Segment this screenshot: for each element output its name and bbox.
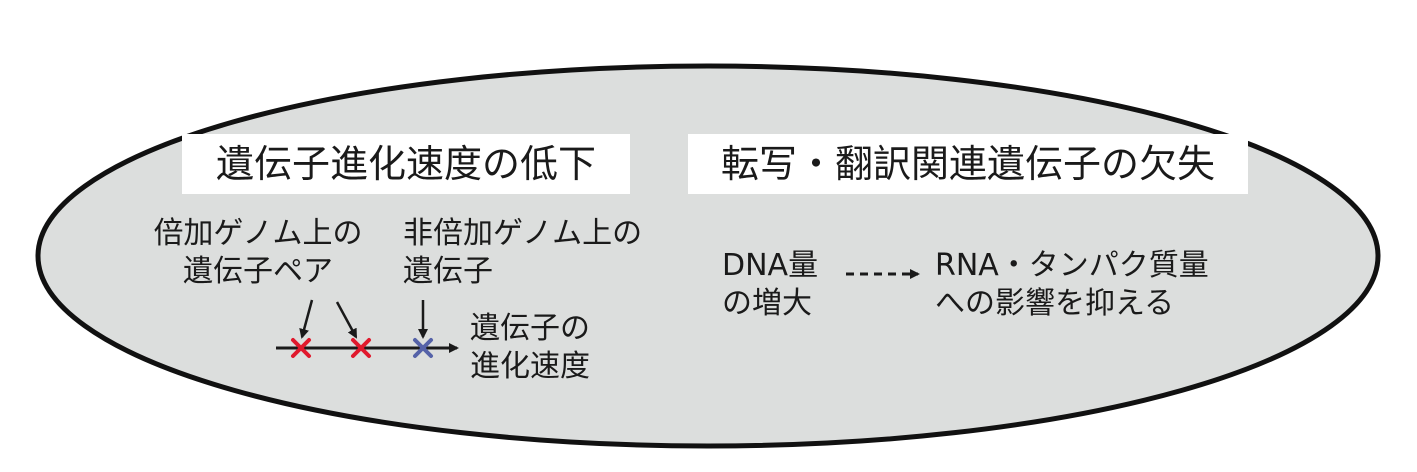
left-section-title: 遺伝子進化速度の低下	[182, 134, 630, 194]
dna-label-line-1: DNA量	[722, 248, 819, 283]
dna-label-line-2: の増大	[722, 286, 812, 321]
rna-protein-label: RNA・タンパク質量 への影響を抑える	[935, 247, 1209, 323]
dna-increase-label: DNA量 の増大	[722, 247, 818, 323]
paired-label-line-2: 遺伝子ペア	[183, 254, 333, 289]
nonpaired-label-line-2: 遺伝子	[403, 254, 493, 289]
pointer-arrow-paired-2	[335, 301, 358, 339]
nonpaired-genes-label: 非倍加ゲノム上の 遺伝子	[403, 215, 642, 291]
rna-label-line-2: への影響を抑える	[935, 286, 1175, 321]
left-title-text: 遺伝子進化速度の低下	[215, 142, 596, 186]
nonpaired-label-line-1: 非倍加ゲノム上の	[403, 216, 643, 251]
paired-gene-marker-2	[351, 338, 371, 358]
evolution-rate-label: 遺伝子の 進化速度	[470, 310, 590, 386]
paired-gene-marker-1	[291, 338, 311, 358]
right-title-text: 転写・翻訳関連遺伝子の欠失	[720, 142, 1215, 186]
paired-label-line-1: 倍加ゲノム上の	[153, 216, 363, 251]
right-section-title: 転写・翻訳関連遺伝子の欠失	[688, 134, 1248, 194]
pointer-arrow-paired-1	[299, 299, 314, 339]
rna-label-line-1: RNA・タンパク質量	[935, 248, 1209, 283]
rate-label-line-2: 進化速度	[470, 349, 590, 384]
paired-genes-label: 倍加ゲノム上の 遺伝子ペア	[142, 215, 374, 291]
nonpaired-gene-marker	[413, 338, 433, 358]
rate-label-line-1: 遺伝子の	[470, 311, 590, 346]
